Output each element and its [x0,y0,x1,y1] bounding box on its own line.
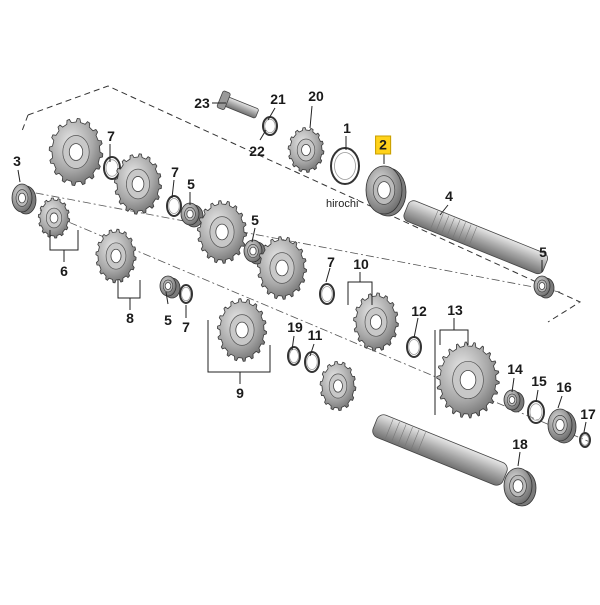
bolt-23 [216,90,259,119]
gear-upper-4 [256,236,308,300]
needle-bearing-14 [503,389,525,413]
gear-upper-3 [196,200,248,264]
callout-10[interactable]: 10 [353,256,369,272]
circlip-7-a [103,156,121,180]
circlip-17 [579,432,591,448]
callout-14[interactable]: 14 [507,361,523,377]
output-shaft [403,200,548,275]
callout-23[interactable]: 23 [194,95,210,111]
gear-lower-small [319,360,357,412]
callout-5-b[interactable]: 5 [251,212,259,228]
bearing-2 [365,165,407,217]
gear-13 [436,341,500,419]
callout-21[interactable]: 21 [270,91,286,107]
circlip-7-b [166,195,182,217]
callout-7-b[interactable]: 7 [171,164,179,180]
assembly-outline [27,85,582,323]
callout-15[interactable]: 15 [531,373,547,389]
callout-5-d[interactable]: 5 [164,312,172,328]
callout-12[interactable]: 12 [411,303,427,319]
callout-22[interactable]: 22 [249,143,265,159]
gear-9 [216,298,268,362]
callout-20[interactable]: 20 [308,88,324,104]
callout-8[interactable]: 8 [126,310,134,326]
circlip-7-c [319,283,335,305]
watermark-text: hirochi [326,198,359,210]
callout-4[interactable]: 4 [445,188,453,204]
callout-7-a[interactable]: 7 [107,128,115,144]
needle-bearing-5-a [180,202,204,228]
bearing-16 [547,408,577,444]
input-axis [19,189,561,293]
washer-19 [287,346,301,366]
circlip-7-d [179,284,193,304]
sprocket-20 [287,127,325,173]
callout-2-highlighted[interactable]: 2 [375,135,391,155]
callout-17[interactable]: 17 [580,406,596,422]
callout-5-a[interactable]: 5 [187,176,195,192]
gears [11,116,591,507]
gear-8 [95,228,137,284]
callout-9[interactable]: 9 [236,385,244,401]
callout-3[interactable]: 3 [13,153,21,169]
callout-11[interactable]: 11 [307,327,323,343]
bearing-18 [503,467,537,507]
assembly-outline-left [21,114,29,132]
callout-19[interactable]: 19 [287,319,303,335]
bearing-3 [11,183,37,215]
needle-bearing-5-c [533,275,555,299]
lower-shaft [372,414,508,486]
seal-1 [330,147,360,185]
needle-bearing-5-d [159,275,181,299]
callout-6[interactable]: 6 [60,263,68,279]
gear-upper-1 [48,117,104,187]
callout-1[interactable]: 1 [343,120,351,136]
callout-16[interactable]: 16 [556,379,572,395]
callout-7-c[interactable]: 7 [327,254,335,270]
gear-upper-2 [114,153,162,215]
callout-13[interactable]: 13 [447,302,463,318]
gear-6 [37,197,71,239]
callout-5-c[interactable]: 5 [539,244,547,260]
circlip-11 [304,351,320,373]
gear-10 [353,292,399,352]
leader-lines [17,102,587,467]
callout-18[interactable]: 18 [512,436,528,452]
callout-7-d[interactable]: 7 [182,319,190,335]
